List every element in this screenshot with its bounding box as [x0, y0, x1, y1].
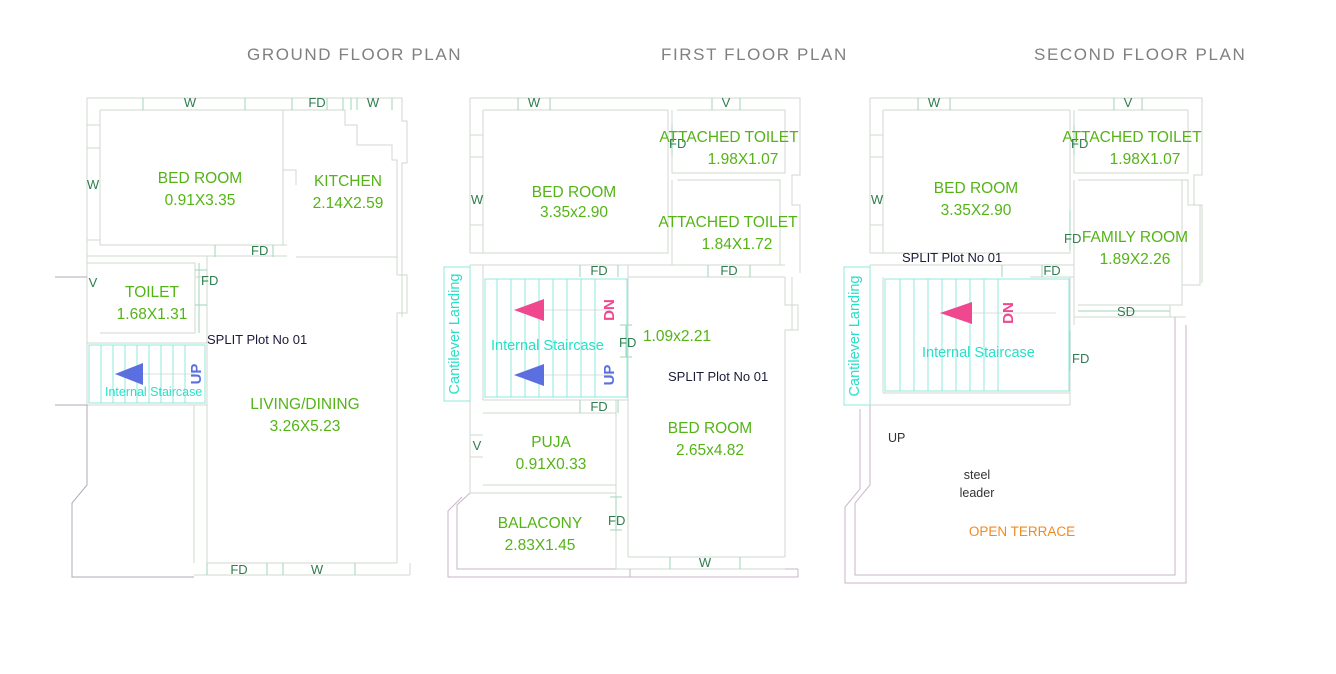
gf-opening-v-left: V [89, 275, 98, 290]
sf-plot-note: SPLIT Plot No 01 [902, 250, 1002, 265]
sf-room-attached-toilet-name: ATTACHED TOILET [1062, 129, 1202, 146]
ff-opening-w-left: W [471, 192, 484, 207]
ff-cantilever-landing [443, 266, 471, 402]
ff-opening-fd-d: FD [619, 335, 636, 350]
sf-leader-note: leader [960, 486, 995, 500]
sf-staircase [884, 278, 1070, 392]
ff-walls [447, 97, 801, 578]
sf-open-terrace-label: OPEN TERRACE [969, 524, 1075, 539]
sf-room-attached-toilet-dim: 1.98X1.07 [1110, 151, 1181, 168]
sf-stair-dn-label: DN [1000, 302, 1017, 324]
gf-plot-note: SPLIT Plot No 01 [207, 332, 307, 347]
gf-staircase [88, 344, 206, 404]
gf-room-living-name: LIVING/DINING [250, 396, 359, 413]
sf-opening-w-top: W [928, 95, 941, 110]
ff-room-bedroom2-dim: 2.65x4.82 [676, 442, 744, 459]
gf-opening-fd-bottom: FD [230, 562, 247, 577]
sf-opening-fd-d: FD [1072, 351, 1089, 366]
sf-room-bedroom-dim: 3.35X2.90 [941, 202, 1012, 219]
ff-cantilever-landing-label: Cantilever Landing [447, 274, 463, 395]
sf-opening-fd-a: FD [1071, 136, 1088, 151]
ff-room-attached-toilet2-dim: 1.84X1.72 [702, 236, 773, 253]
ff-room-puja-dim: 0.91X0.33 [516, 456, 587, 473]
sf-openings [917, 98, 1170, 370]
ff-room-balcony-name: BALACONY [498, 515, 582, 532]
gf-stair-up-label: UP [188, 364, 205, 385]
sf-steel-note: steel [964, 468, 990, 482]
ff-room-attached-toilet1-name: ATTACHED TOILET [659, 129, 799, 146]
ff-staircase-label: Internal Staircase [491, 338, 604, 354]
ff-room-bedroom2-name: BED ROOM [668, 420, 752, 437]
sf-opening-sd: SD [1117, 304, 1135, 319]
sf-opening-w-left: W [871, 192, 884, 207]
gf-staircase-label: Internal Staircase [105, 385, 202, 399]
ground-floor-plan-title: GROUND FLOOR PLAN [247, 45, 463, 64]
sf-walls [844, 97, 1203, 584]
gf-walls [55, 97, 411, 578]
ff-stair-dn-label: DN [601, 299, 618, 321]
sf-opening-fd-b: FD [1064, 231, 1081, 246]
sf-opening-fd-c: FD [1043, 263, 1060, 278]
ff-opening-fd-f: FD [608, 513, 625, 528]
gf-room-kitchen-dim: 2.14X2.59 [313, 195, 384, 212]
sf-opening-v-top: V [1124, 95, 1133, 110]
ff-loose-dim: 1.09x2.21 [643, 328, 711, 345]
gf-room-toilet-dim: 1.68X1.31 [117, 306, 188, 323]
sf-staircase-label: Internal Staircase [922, 345, 1035, 361]
gf-text-labels: W FD W W V FD FD FD W BED ROOM 0.91X3.35… [87, 95, 383, 577]
ff-opening-fd-e: FD [590, 399, 607, 414]
gf-room-kitchen-name: KITCHEN [314, 173, 382, 190]
ff-staircase [484, 278, 628, 398]
sf-room-bedroom-name: BED ROOM [934, 180, 1018, 197]
ff-openings [517, 98, 751, 569]
ff-room-attached-toilet1-dim: 1.98X1.07 [708, 151, 779, 168]
ff-room-puja-name: PUJA [531, 434, 571, 451]
gf-room-toilet-name: TOILET [125, 284, 180, 301]
ff-room-bedroom-name: BED ROOM [532, 184, 616, 201]
gf-opening-fd-top: FD [308, 95, 325, 110]
ground-floor-plan-drawing: W FD W W V FD FD FD W BED ROOM 0.91X3.35… [55, 95, 411, 578]
gf-openings [142, 98, 393, 575]
gf-opening-fd-toilet: FD [201, 273, 218, 288]
gf-opening-w-bottom: W [311, 562, 324, 577]
ff-opening-w-top: W [528, 95, 541, 110]
second-floor-plan-title: SECOND FLOOR PLAN [1034, 45, 1247, 64]
ff-stair-up-label: UP [601, 365, 618, 386]
ff-opening-w-bottom: W [699, 555, 712, 570]
gf-room-bedroom-dim: 0.91X3.35 [165, 192, 236, 209]
sf-cantilever-landing [843, 266, 871, 406]
sf-text-labels: W V W FD FD FD FD SD BED ROOM 3.35X2.90 … [847, 95, 1202, 539]
sf-room-family-dim: 1.89X2.26 [1100, 251, 1171, 268]
gf-opening-fd-mid: FD [251, 243, 268, 258]
gf-opening-w-top: W [184, 95, 197, 110]
gf-room-living-dim: 3.26X5.23 [270, 418, 341, 435]
ff-opening-v-top: V [722, 95, 731, 110]
gf-room-bedroom-name: BED ROOM [158, 170, 242, 187]
ff-room-balcony-dim: 2.83X1.45 [505, 537, 576, 554]
second-floor-plan-drawing: W V W FD FD FD FD SD BED ROOM 3.35X2.90 … [843, 95, 1203, 584]
ff-opening-v-left: V [473, 438, 482, 453]
ff-opening-fd-a: FD [590, 263, 607, 278]
sf-cantilever-landing-label: Cantilever Landing [847, 276, 863, 397]
sf-up-note: UP [888, 431, 905, 445]
gf-opening-w-left: W [87, 177, 100, 192]
first-floor-plan-drawing: W V W V FD FD FD FD FD FD W BED ROOM 3.3… [443, 95, 801, 578]
ff-room-bedroom-dim: 3.35x2.90 [540, 204, 608, 221]
sf-room-family-name: FAMILY ROOM [1082, 229, 1188, 246]
ff-plot-note: SPLIT Plot No 01 [668, 369, 768, 384]
ff-room-attached-toilet2-name: ATTACHED TOILET [658, 214, 798, 231]
ff-text-labels: W V W V FD FD FD FD FD FD W BED ROOM 3.3… [447, 95, 799, 570]
first-floor-plan-title: FIRST FLOOR PLAN [661, 45, 848, 64]
ff-opening-fd-c: FD [669, 136, 686, 151]
ff-opening-fd-b: FD [720, 263, 737, 278]
gf-opening-w-top2: W [367, 95, 380, 110]
